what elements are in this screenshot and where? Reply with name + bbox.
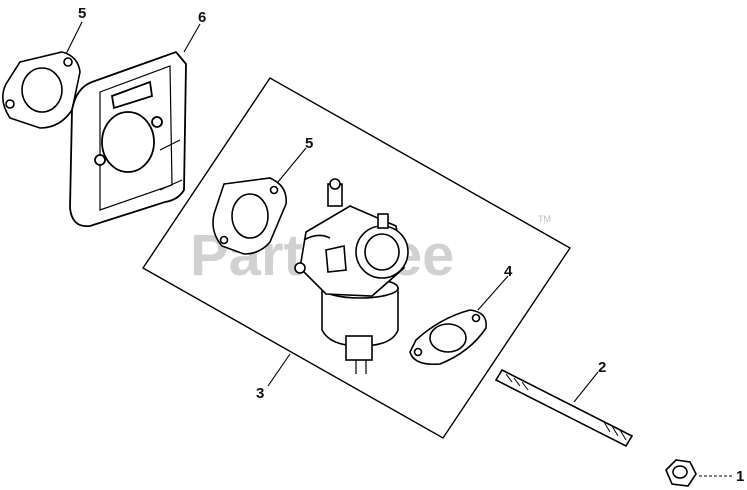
carb-gasket-part	[212, 177, 287, 255]
carburetor-part	[294, 178, 409, 374]
callout-stud: 2	[598, 359, 606, 376]
callout-carb-gasket: 5	[305, 135, 313, 152]
callout-air-cleaner-base: 6	[198, 9, 206, 26]
callout-labels: 5 6 5 4 2 3 1	[78, 5, 744, 485]
top-gasket-part	[2, 51, 81, 129]
callout-lower-gasket: 4	[504, 263, 513, 280]
watermark-trademark: TM	[538, 214, 551, 224]
air-cleaner-base-part	[69, 50, 187, 228]
callout-carburetor-assembly: 3	[256, 385, 264, 402]
stud-part	[494, 368, 634, 448]
callout-nut: 1	[736, 468, 744, 485]
nut-part	[665, 459, 697, 487]
leader-lines	[65, 21, 732, 477]
callout-top-gasket: 5	[78, 5, 86, 22]
assembly-bracket	[141, 77, 572, 439]
lower-gasket-part	[409, 309, 487, 366]
